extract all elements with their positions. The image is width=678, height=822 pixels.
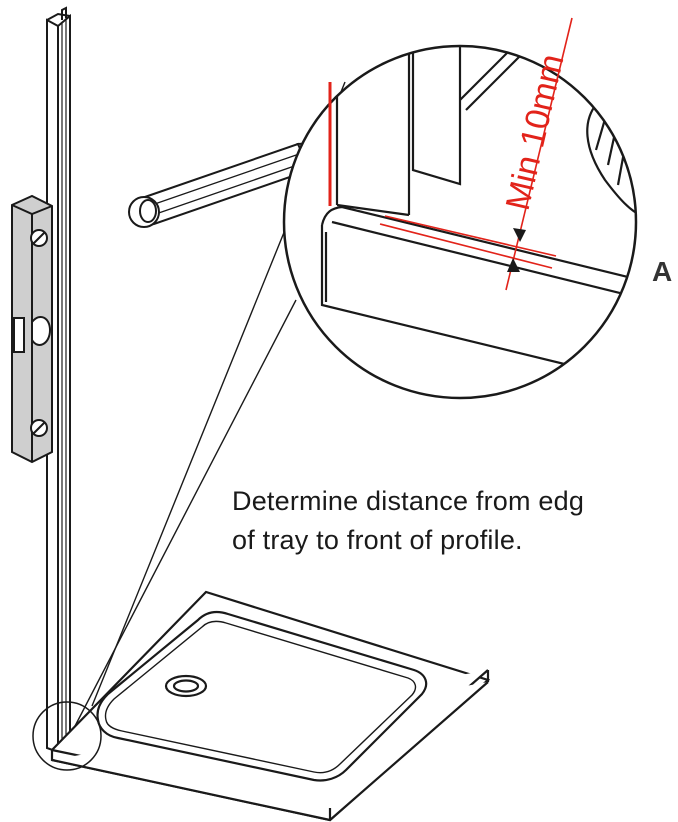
instruction-text: Determine distance from edg of tray to f…	[232, 482, 672, 560]
zoom-target-circle	[32, 701, 102, 771]
instruction-line-1: Determine distance from edg	[232, 486, 585, 516]
instruction-line-2: of tray to front of profile.	[232, 525, 523, 555]
spirit-level-icon	[11, 194, 53, 464]
callout-letter: A	[652, 256, 673, 287]
detail-magnifier	[282, 17, 638, 400]
shower-tray	[50, 590, 491, 822]
dimension-arrows	[507, 228, 526, 272]
dimension-lines	[379, 17, 573, 291]
